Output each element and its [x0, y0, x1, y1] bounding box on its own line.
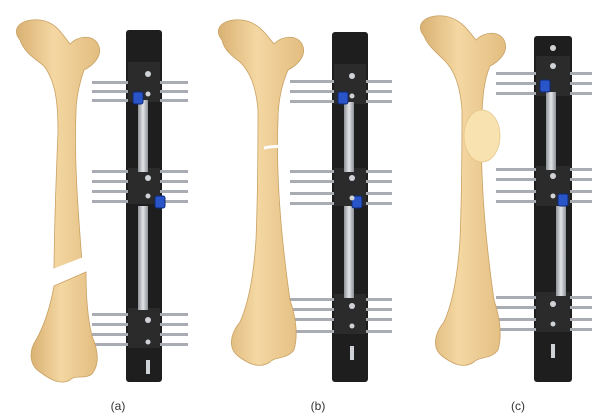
- caption-b: (b): [311, 399, 326, 413]
- clamp-knob-icon: [558, 194, 568, 206]
- sliding-rod: [344, 206, 354, 298]
- sliding-rod: [138, 206, 148, 310]
- clamp-knob-icon: [155, 196, 165, 208]
- sliding-rod: [556, 206, 566, 296]
- clamp-knob-icon: [133, 92, 143, 104]
- osteotomy-line: [264, 146, 292, 148]
- sliding-rod: [344, 102, 354, 172]
- callus-regenerate: [464, 110, 500, 162]
- panel-c: [420, 16, 592, 382]
- clamp-block: [128, 308, 160, 348]
- caption-a: (a): [111, 399, 126, 413]
- femur-bone: [420, 16, 505, 366]
- femur-bone-upper: [16, 20, 99, 278]
- panel-a: [16, 20, 188, 382]
- sliding-rod: [138, 100, 148, 172]
- clamp-knob-icon: [540, 80, 550, 92]
- panel-b: [218, 20, 392, 382]
- femur-bone-lower: [31, 272, 97, 382]
- sliding-rod: [546, 92, 556, 170]
- caption-c: (c): [511, 399, 525, 413]
- clamp-block: [334, 294, 366, 334]
- clamp-knob-icon: [338, 92, 348, 104]
